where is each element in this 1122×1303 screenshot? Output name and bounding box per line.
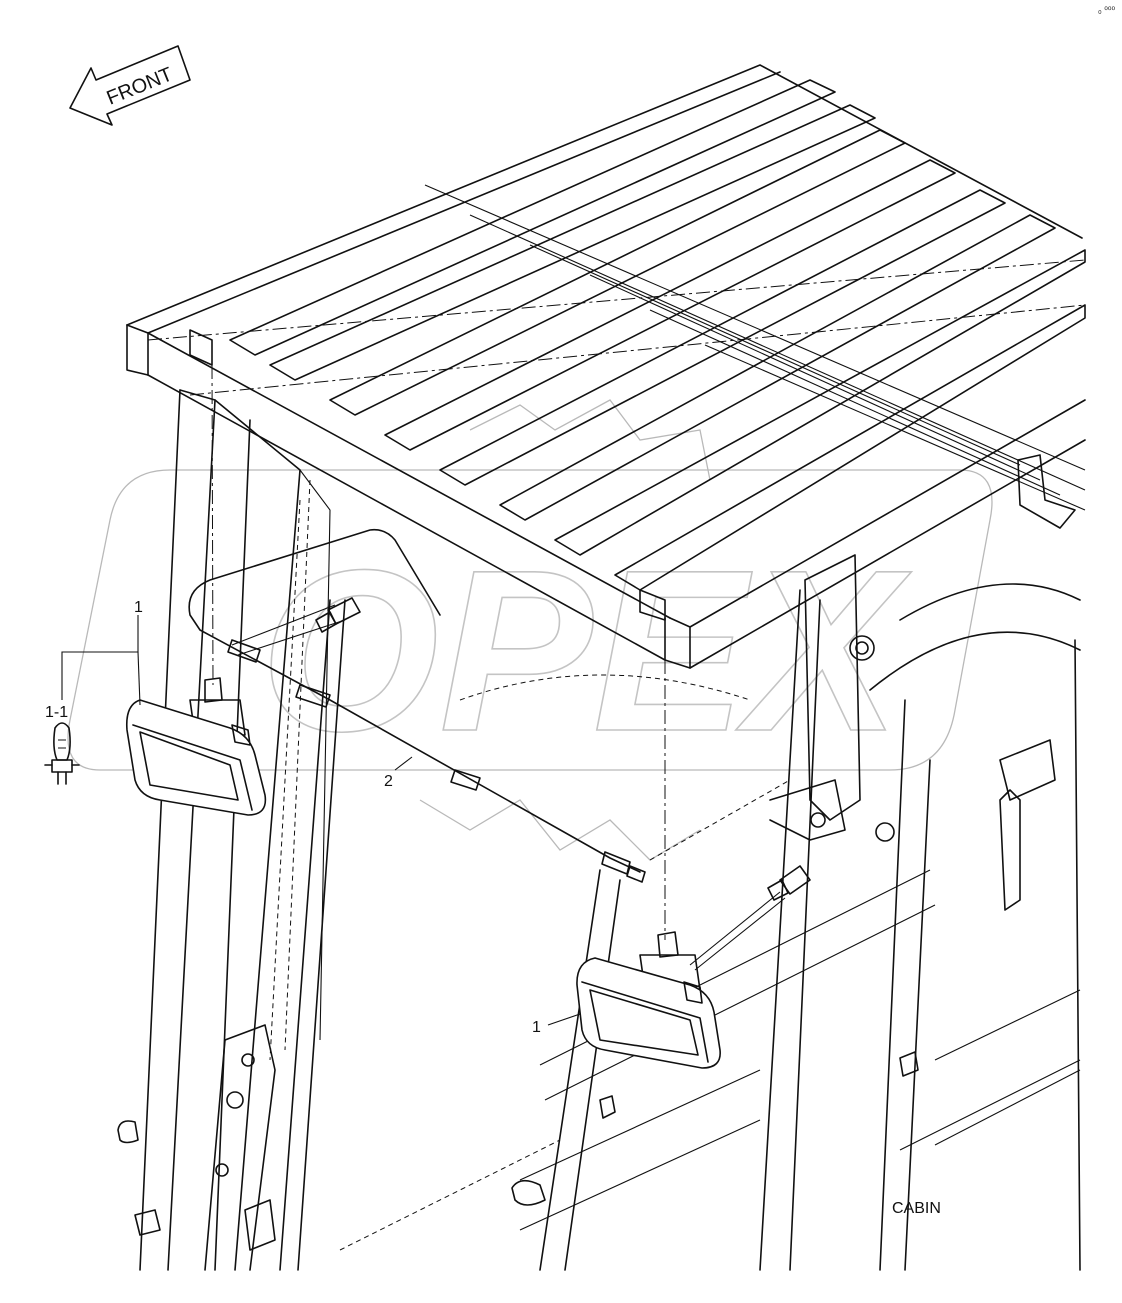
cabin-structure: [117, 389, 1081, 1271]
callout-leaders: [61, 615, 581, 1026]
callout-harness: 2: [384, 773, 393, 790]
roof-guard: [126, 64, 1086, 669]
front-arrow-icon: FRONT: [69, 45, 191, 126]
mount-centerlines: [211, 364, 666, 940]
corner-mark: ₀ ⁰⁰⁰: [1098, 5, 1115, 15]
callout-bulb: 1-1: [45, 704, 68, 721]
watermark-logo: OPEX: [67, 399, 993, 861]
work-light-left: [125, 677, 267, 816]
watermark-text: OPEX: [260, 522, 912, 779]
wiring-harness: [188, 528, 811, 971]
work-light-right: [576, 931, 721, 1069]
bulb-icon: [44, 722, 80, 785]
section-label: CABIN: [892, 1200, 941, 1217]
callout-work-light-right: 1: [532, 1019, 541, 1036]
callout-work-light-left: 1: [134, 599, 143, 616]
front-label: FRONT: [104, 63, 176, 109]
